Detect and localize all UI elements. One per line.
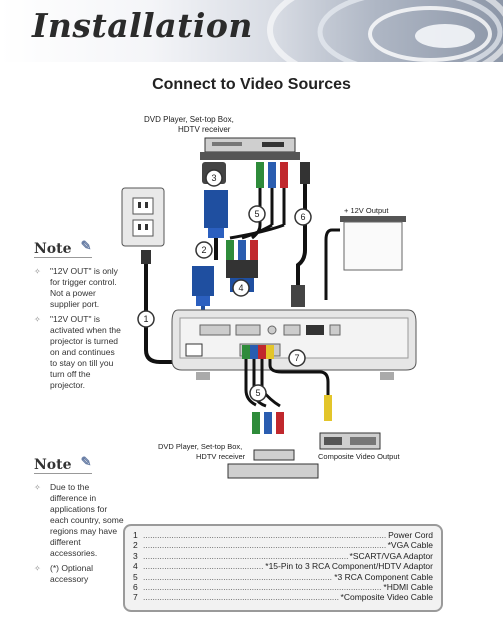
cable-list: 1Power Cord 2*VGA Cable 3*SCART/VGA Adap… bbox=[123, 524, 443, 612]
callout-4: 4 bbox=[232, 279, 250, 297]
callout-1: 1 bbox=[137, 310, 155, 328]
callout-3: 3 bbox=[205, 169, 223, 187]
note-logo: Note✎ bbox=[34, 239, 92, 258]
pen-icon: ✎ bbox=[80, 455, 92, 470]
banner-swirl-graphic bbox=[267, 0, 503, 62]
callout-6: 6 bbox=[294, 208, 312, 226]
svg-text:2: 2 bbox=[201, 245, 206, 255]
rca-component-bottom-plugs bbox=[252, 412, 284, 434]
diamond-icon: ✧ bbox=[34, 483, 41, 492]
cable-row: 6*HDMI Cable bbox=[133, 582, 433, 592]
trigger-output-label: + 12V Output bbox=[344, 206, 389, 215]
dvd-top-label-1: DVD Player, Set-top Box, bbox=[144, 115, 234, 124]
diamond-icon: ✧ bbox=[34, 267, 41, 276]
svg-text:6: 6 bbox=[300, 212, 305, 222]
note-list: ✧"12V OUT" is only for trigger control. … bbox=[34, 266, 124, 391]
note-item: ✧"12V OUT" is only for trigger control. … bbox=[34, 266, 118, 309]
connection-diagram: DVD Player, Set-top Box, HDTV receiver bbox=[121, 115, 417, 479]
rca-component-top bbox=[256, 162, 288, 188]
section-heading: Connect to Video Sources bbox=[152, 76, 351, 93]
cable-row: 4*15-Pin to 3 RCA Component/HDTV Adaptor bbox=[133, 561, 433, 571]
note-item: ✧Due to the difference in applications f… bbox=[34, 482, 124, 558]
note-list: ✧Due to the difference in applications f… bbox=[34, 482, 124, 585]
cable-row: 2*VGA Cable bbox=[133, 540, 433, 550]
cable-row: 7*Composite Video Cable bbox=[133, 592, 433, 602]
diamond-icon: ✧ bbox=[34, 315, 41, 324]
composite-output-label: Composite Video Output bbox=[318, 452, 400, 461]
note-logo: Note✎ bbox=[34, 455, 92, 474]
composite-video-device bbox=[319, 432, 381, 450]
svg-text:4: 4 bbox=[238, 283, 243, 293]
cable-row: 1Power Cord bbox=[133, 530, 433, 540]
svg-text:1: 1 bbox=[143, 314, 148, 324]
diamond-icon: ✧ bbox=[34, 564, 41, 573]
svg-text:3: 3 bbox=[211, 173, 216, 183]
wall-outlet bbox=[121, 187, 165, 247]
callout-7: 7 bbox=[288, 349, 306, 367]
note-box-accessories: Note✎ ✧Due to the difference in applicat… bbox=[34, 455, 124, 589]
projector bbox=[171, 309, 417, 380]
dvd-bottom-label-1: DVD Player, Set-top Box, bbox=[158, 442, 242, 451]
vga-plug bbox=[192, 266, 214, 306]
note-item: ✧(*) Optional accessory bbox=[34, 563, 93, 584]
page-title: Installation bbox=[32, 6, 253, 45]
dvd-player-bottom bbox=[227, 449, 319, 479]
rca-component-bottom bbox=[242, 345, 266, 359]
header-banner: Installation bbox=[0, 0, 503, 62]
svg-text:7: 7 bbox=[294, 353, 299, 363]
callout-5-bottom: 5 bbox=[249, 384, 267, 402]
dvd-top-label-2: HDTV receiver bbox=[178, 125, 231, 134]
cable-row: 3*SCART/VGA Adaptor bbox=[133, 551, 433, 561]
projection-screen bbox=[340, 216, 406, 271]
svg-text:5: 5 bbox=[254, 209, 259, 219]
note-item: ✧"12V OUT" is activated when the project… bbox=[34, 314, 121, 390]
cable-row: 5*3 RCA Component Cable bbox=[133, 572, 433, 582]
note-box-trigger: Note✎ ✧"12V OUT" is only for trigger con… bbox=[34, 239, 124, 395]
callout-5-top: 5 bbox=[248, 205, 266, 223]
svg-text:5: 5 bbox=[255, 388, 260, 398]
pen-icon: ✎ bbox=[80, 239, 92, 254]
dvd-player-top bbox=[200, 137, 300, 160]
dvd-bottom-label-2: HDTV receiver bbox=[196, 452, 246, 461]
callout-2: 2 bbox=[195, 241, 213, 259]
